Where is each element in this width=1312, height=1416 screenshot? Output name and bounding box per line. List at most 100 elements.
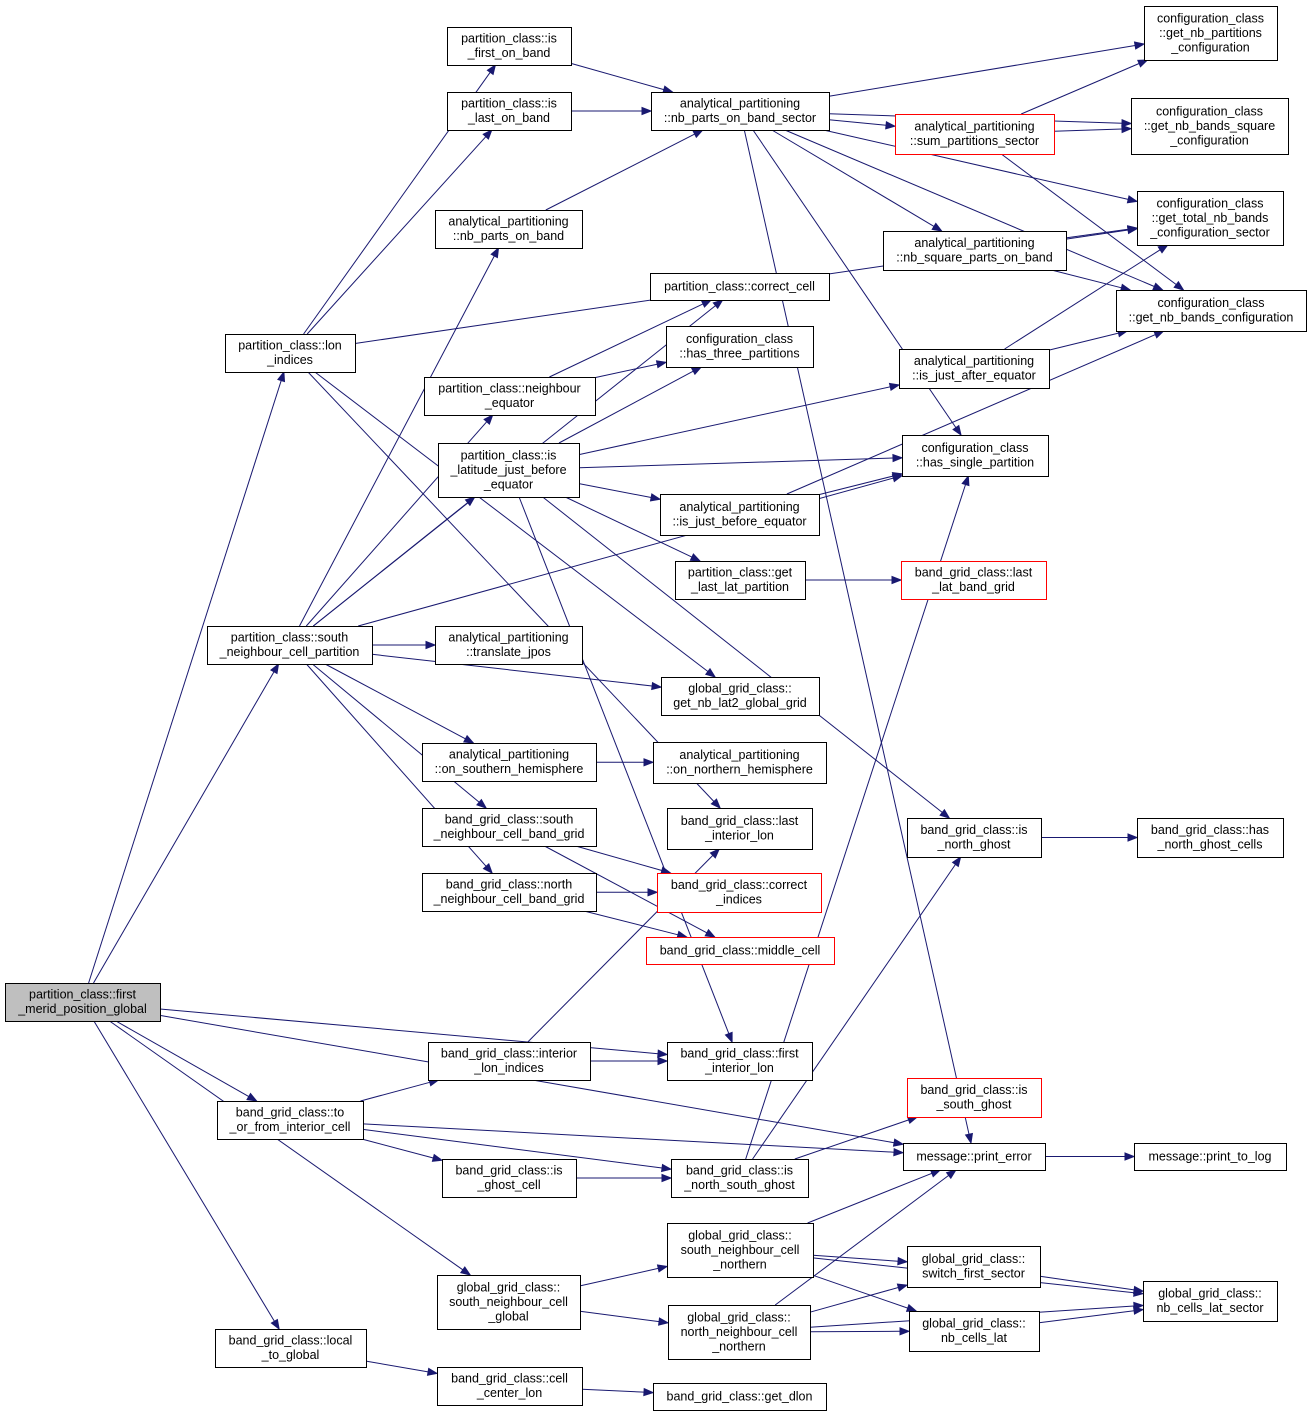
node-label: band_grid_class::has [1151,823,1269,837]
node-get-nb-bands-configuration[interactable]: configuration_class::get_nb_bands_config… [1116,290,1307,332]
edge-root-to-local_to_global [93,1020,280,1331]
node-box [424,377,596,416]
node-last-interior-lon[interactable]: band_grid_class::last_interior_lon [667,808,813,850]
node-label: global_grid_class:: [922,1252,1026,1266]
edge-line [1065,228,1129,239]
node-label: band_grid_class::middle_cell [660,943,821,957]
node-neighbour-equator[interactable]: partition_class::neighbour_equator [424,377,596,416]
arrowhead-icon [905,1303,918,1312]
arrowhead-icon [660,866,672,875]
node-is-just-after-equator[interactable]: analytical_partitioning::is_just_after_e… [899,349,1050,389]
node-label: _ghost_cell [476,1178,540,1192]
arrowhead-icon [1127,833,1139,842]
node-get-total-nb-bands-configuration-sector[interactable]: configuration_class::get_total_nb_bands_… [1137,191,1284,246]
edge-gg_south_neighbour_cell_northern-to-switch_first_sector [812,1254,909,1266]
node-gg-south-neighbour-cell-northern[interactable]: global_grid_class::south_neighbour_cell_… [667,1223,814,1278]
edge-line [109,1020,464,1271]
arrowhead-icon [483,413,494,425]
node-nb-parts-on-band[interactable]: analytical_partitioning::nb_parts_on_ban… [435,210,583,249]
node-label: configuration_class [921,441,1028,455]
node-middle-cell[interactable]: band_grid_class::middle_cell [646,937,835,965]
arrowhead-icon [657,1056,669,1066]
node-lon-indices[interactable]: partition_class::lon_indices [225,334,356,373]
node-is-north-south-ghost[interactable]: band_grid_class::is_north_south_ghost [671,1159,809,1198]
node-is-just-before-equator[interactable]: analytical_partitioning::is_just_before_… [660,494,820,536]
node-gg-north-neighbour-cell-northern[interactable]: global_grid_class::north_neighbour_cell_… [668,1305,811,1360]
node-south-neighbour-cell-partition[interactable]: partition_class::south_neighbour_cell_pa… [207,626,373,665]
node-last-lat-band-grid[interactable]: band_grid_class::last_lat_band_grid [901,561,1047,600]
node-get-nb-lat2-global-grid[interactable]: global_grid_class::get_nb_lat2_global_gr… [661,677,820,716]
node-label: partition_class::is [461,97,557,111]
edge-gg_south_neighbour_cell_northern-to-nb_cells_lat [812,1274,918,1312]
edge-line [786,334,1156,495]
node-label: _south_ghost [935,1098,1012,1112]
node-get-dlon[interactable]: band_grid_class::get_dlon [653,1383,827,1411]
node-interior-lon-indices[interactable]: band_grid_class::interior_lon_indices [428,1042,591,1081]
node-translate-jpos[interactable]: analytical_partitioning::translate_jpos [435,626,583,665]
arrowhead-icon [1126,195,1139,204]
node-correct-indices[interactable]: band_grid_class::correct_indices [657,873,822,913]
node-north-neighbour-cell-band-grid[interactable]: band_grid_class::north_neighbour_cell_ba… [422,873,597,912]
edge-line [1001,153,1177,286]
node-nb-parts-on-band-sector[interactable]: analytical_partitioning::nb_parts_on_ban… [651,92,830,131]
node-label: ::nb_parts_on_band [453,229,564,243]
node-to-or-from-interior-cell[interactable]: band_grid_class::to_or_from_interior_cel… [217,1101,364,1140]
edge-north_neighbour_cell_band_grid-to-correct_indices [595,888,659,897]
edge-line [794,1119,909,1160]
node-sum-partitions-sector[interactable]: analytical_partitioning::sum_partitions_… [895,114,1055,155]
node-is-north-ghost[interactable]: band_grid_class::is_north_ghost [907,818,1042,858]
node-nb-cells-lat[interactable]: global_grid_class::nb_cells_lat [909,1311,1040,1352]
node-label: partition_class::correct_cell [664,279,815,293]
node-label: ::get_nb_partitions [1159,26,1262,40]
node-get-nb-partitions-configuration[interactable]: configuration_class::get_nb_partitions_c… [1144,6,1278,61]
node-label: _last_lat_partition [690,580,789,594]
arrowhead-icon [888,382,901,392]
node-first-interior-lon[interactable]: band_grid_class::first_interior_lon [667,1042,813,1081]
node-label: _to_global [261,1348,320,1362]
node-box [217,1101,364,1140]
node-switch-first-sector[interactable]: global_grid_class::switch_first_sector [907,1246,1041,1288]
node-has-single-partition[interactable]: configuration_class::has_single_partitio… [902,435,1049,477]
node-on-southern-hemisphere[interactable]: analytical_partitioning::on_southern_hem… [422,743,597,782]
node-print-error[interactable]: message::print_error [903,1143,1046,1171]
node-has-three-partitions[interactable]: configuration_class::has_three_partition… [666,326,814,368]
node-box [661,677,820,716]
node-label: north_neighbour_cell [681,1325,798,1339]
node-on-northern-hemisphere[interactable]: analytical_partitioning::on_northern_hem… [653,742,827,784]
node-correct-cell[interactable]: partition_class::correct_cell [650,273,830,301]
edge-is_last_on_band-to-nb_parts_on_band_sector [571,106,653,116]
edge-line [115,1020,250,1098]
node-print-to-log[interactable]: message::print_to_log [1134,1143,1287,1171]
node-is-first-on-band[interactable]: partition_class::is_first_on_band [447,27,572,66]
node-nb-square-parts-on-band[interactable]: analytical_partitioning::nb_square_parts… [883,231,1067,271]
node-nb-cells-lat-sector[interactable]: global_grid_class::nb_cells_lat_sector [1143,1281,1278,1322]
node-is-last-on-band[interactable]: partition_class::is_last_on_band [447,92,572,131]
node-label: _equator [484,396,534,410]
node-label: _last_on_band [467,111,550,125]
node-get-last-lat-partition[interactable]: partition_class::get_last_lat_partition [675,561,806,600]
node-south-neighbour-cell-band-grid[interactable]: band_grid_class::south_neighbour_cell_ba… [422,808,597,847]
edge-south_neighbour_cell_partition-to-is_latitude_just_before_equator [312,496,476,627]
edge-to_or_from_interior_cell-to-is_ghost_cell [361,1138,444,1162]
edge-is_ghost_cell-to-is_north_south_ghost [576,1173,673,1183]
arrowhead-icon [651,681,663,691]
node-has-north-ghost-cells[interactable]: band_grid_class::has_north_ghost_cells [1137,818,1284,858]
nodes-layer: partition_class::first_merid_position_gl… [5,6,1307,1411]
node-is-latitude-just-before-equator[interactable]: partition_class::is_latitude_just_before… [438,443,580,498]
arrowhead-icon [656,1264,669,1273]
node-local-to-global[interactable]: band_grid_class::local_to_global [215,1329,367,1368]
node-is-ghost-cell[interactable]: band_grid_class::is_ghost_cell [442,1159,577,1198]
node-box [207,626,373,665]
node-root[interactable]: partition_class::first_merid_position_gl… [5,983,161,1022]
arrowhead-icon [647,888,659,897]
node-get-nb-bands-square-configuration[interactable]: configuration_class::get_nb_bands_square… [1131,98,1289,155]
arrowhead-icon [704,667,717,678]
node-label: _lon_indices [473,1061,544,1075]
node-gg-south-neighbour-cell-global[interactable]: global_grid_class::south_neighbour_cell_… [437,1275,581,1330]
node-label: ::translate_jpos [466,645,551,659]
node-label: partition_class::neighbour [438,382,580,396]
node-label: global_grid_class:: [922,1317,1026,1331]
node-is-south-ghost[interactable]: band_grid_class::is_south_ghost [907,1078,1042,1118]
edge-lon_indices-to-is_last_on_band [306,128,493,335]
node-cell-center-lon[interactable]: band_grid_class::cell_center_lon [437,1367,583,1406]
